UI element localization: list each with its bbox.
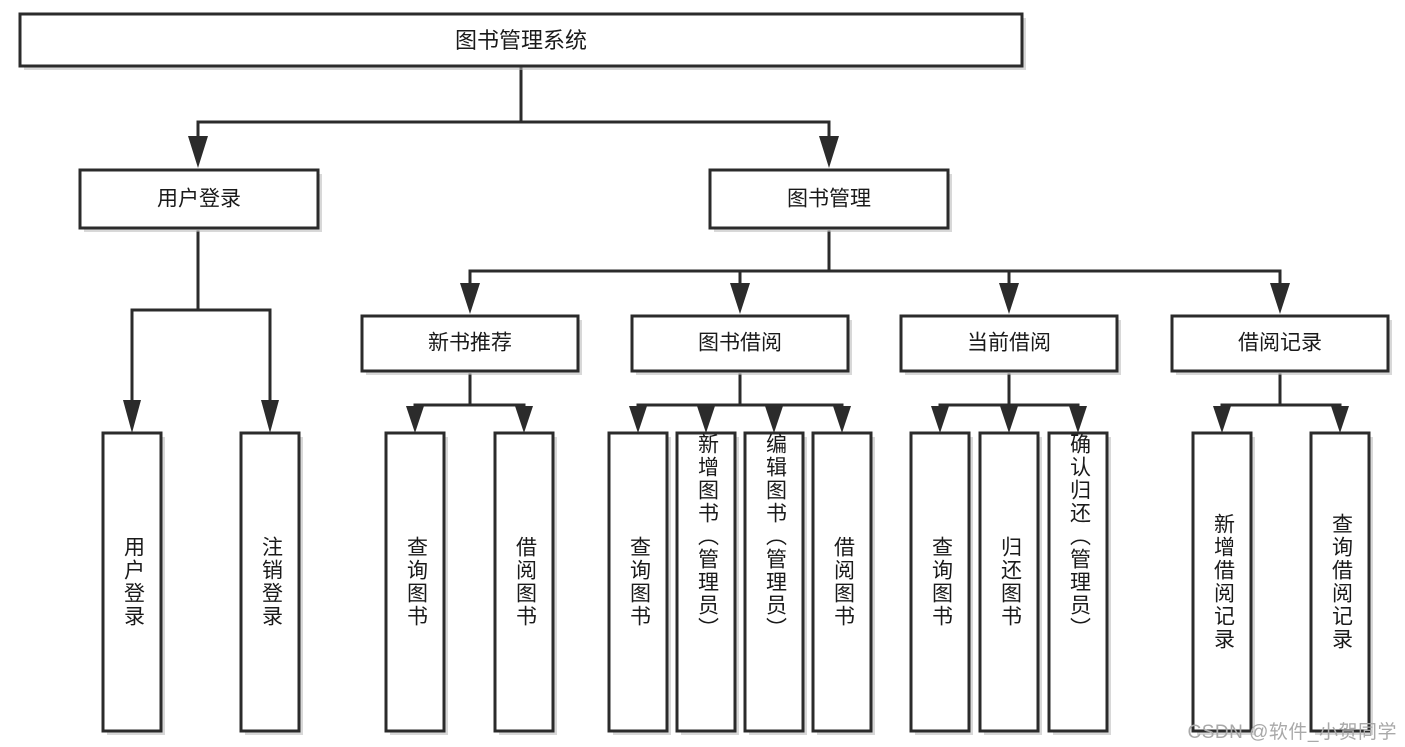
leaf-box-bb-add-book[interactable] xyxy=(675,431,737,733)
node-book-manage-label: 图书管理 xyxy=(787,188,871,211)
arrow-head-br-leaf-2 xyxy=(1331,406,1349,433)
arrow-head-nbr-leaf-1 xyxy=(406,406,424,433)
arrow-head-cb-leaf-2 xyxy=(1000,406,1018,433)
node-current-borrow-box xyxy=(899,314,1119,373)
leaf-box-br-add-record[interactable] xyxy=(1191,431,1253,733)
leaf-box-cb-query-book[interactable] xyxy=(909,431,971,733)
arrow-head-br-leaf-1 xyxy=(1213,406,1231,433)
leaf-box-bb-edit-book[interactable] xyxy=(743,431,805,733)
node-user-login-box xyxy=(78,168,320,230)
leaf-box-user-logout[interactable] xyxy=(239,431,301,733)
node-book-borrow[interactable]: 图书借阅 xyxy=(630,314,852,375)
arrow-head-book-borrow xyxy=(730,283,750,314)
leaf-box-cb-return-book[interactable] xyxy=(978,431,1040,733)
arrow-head-new-book xyxy=(460,283,480,314)
node-borrow-record-label: 借阅记录 xyxy=(1238,332,1322,355)
node-root-box xyxy=(18,12,1024,68)
node-borrow-record[interactable]: 借阅记录 xyxy=(1170,314,1392,375)
arrow-head-bb-leaf-2 xyxy=(697,406,715,433)
node-user-login-label: 用户登录 xyxy=(157,188,241,211)
node-new-book-recommend-label: 新书推荐 xyxy=(428,332,512,355)
node-user-login[interactable]: 用户登录 xyxy=(78,168,322,232)
leaf-box-nbr-query-book[interactable] xyxy=(384,431,446,733)
arrow-head-cb-leaf-1 xyxy=(931,406,949,433)
arrow-head-cb-leaf-3 xyxy=(1069,406,1087,433)
arrow-head-bb-leaf-1 xyxy=(629,406,647,433)
node-new-book-recommend-box xyxy=(360,314,580,373)
node-book-borrow-box xyxy=(630,314,850,373)
arrow-head-user-login xyxy=(188,136,208,168)
watermark-text: CSDN @软件_小贺同学 xyxy=(1187,722,1397,743)
leaf-box-bb-query-book[interactable] xyxy=(607,431,669,733)
arrow-head-borrow-record xyxy=(1270,283,1290,314)
node-root-label: 图书管理系统 xyxy=(455,28,587,53)
node-new-book-recommend[interactable]: 新书推荐 xyxy=(360,314,582,375)
arrow-head-bb-leaf-3 xyxy=(765,406,783,433)
leaf-box-nbr-borrow-book[interactable] xyxy=(493,431,555,733)
leaf-box-br-query-record[interactable] xyxy=(1309,431,1371,733)
leaf-box-group xyxy=(101,431,1373,735)
arrow-head-current-borrow xyxy=(999,283,1019,314)
leaf-box-cb-confirm-return[interactable] xyxy=(1047,431,1109,733)
arrow-head-book-manage xyxy=(819,136,839,168)
leaf-box-bb-borrow-book[interactable] xyxy=(811,431,873,733)
leaf-box-user-login[interactable] xyxy=(101,431,163,733)
arrow-head-user-leaf-1 xyxy=(123,400,141,433)
connector-group xyxy=(123,64,1349,433)
node-current-borrow[interactable]: 当前借阅 xyxy=(899,314,1121,375)
node-book-manage-box xyxy=(708,168,950,230)
node-root[interactable]: 图书管理系统 xyxy=(18,12,1026,70)
node-book-borrow-label: 图书借阅 xyxy=(698,332,782,355)
arrow-head-user-leaf-2 xyxy=(261,400,279,433)
node-book-manage[interactable]: 图书管理 xyxy=(708,168,952,232)
arrow-head-bb-leaf-4 xyxy=(833,406,851,433)
node-borrow-record-box xyxy=(1170,314,1390,373)
arrow-head-nbr-leaf-2 xyxy=(515,406,533,433)
node-current-borrow-label: 当前借阅 xyxy=(967,332,1051,355)
